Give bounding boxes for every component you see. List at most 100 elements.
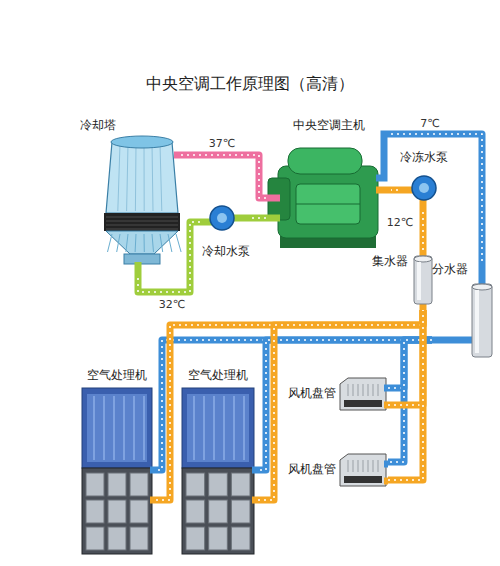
ahu-lower bbox=[182, 468, 254, 554]
pipe-stub bbox=[135, 262, 142, 278]
pipe-stub bbox=[252, 497, 258, 504]
temperature-label: 12℃ bbox=[385, 216, 415, 229]
ahu-grille bbox=[186, 473, 205, 496]
equipment-label: 空气处理机 bbox=[87, 368, 147, 382]
pipe-stub bbox=[376, 187, 391, 194]
unit-compressor bbox=[288, 148, 362, 174]
equipment-node: 中央空调主机 bbox=[266, 118, 391, 258]
fcu-fin bbox=[373, 460, 374, 472]
water-drip bbox=[168, 234, 172, 252]
equipment-node: 空气处理机 bbox=[178, 368, 258, 558]
water-pipe bbox=[388, 310, 423, 480]
water-pipe bbox=[252, 218, 266, 219]
unit-line bbox=[296, 204, 360, 205]
pipe-body bbox=[391, 187, 398, 194]
water-drip bbox=[176, 234, 181, 252]
header-cylinder bbox=[472, 284, 492, 357]
ahu-fin bbox=[203, 396, 205, 460]
pump-casing bbox=[210, 206, 234, 230]
fcu-fin bbox=[378, 384, 379, 396]
ahu-fin bbox=[123, 396, 125, 460]
tower-skirt bbox=[106, 231, 178, 254]
ahu-fin bbox=[143, 396, 145, 460]
tower-fill-line bbox=[106, 217, 178, 218]
fcu-fin bbox=[353, 460, 354, 472]
pipe-body bbox=[258, 310, 423, 500]
water-drip bbox=[117, 234, 120, 252]
ahu-fin bbox=[213, 396, 215, 460]
ahu-fin bbox=[223, 396, 225, 460]
unit-body bbox=[278, 166, 378, 238]
equipment-node: 冷却塔 bbox=[80, 118, 180, 278]
ahu-grille bbox=[209, 473, 228, 496]
pump-impeller bbox=[419, 183, 429, 193]
ahu-upper bbox=[182, 388, 254, 468]
pipe-body bbox=[388, 310, 423, 405]
fcu-body bbox=[340, 378, 386, 410]
unit-panel bbox=[296, 184, 360, 224]
water-pipe bbox=[423, 208, 424, 250]
ahu-grille bbox=[209, 527, 228, 550]
header-cap bbox=[472, 284, 492, 290]
pipe-stub bbox=[174, 152, 180, 159]
ahu-grille bbox=[209, 500, 228, 523]
ahu-grille bbox=[108, 527, 126, 550]
ahu-grille bbox=[231, 473, 250, 496]
fcu-body bbox=[340, 454, 386, 486]
water-pipe bbox=[258, 310, 423, 500]
tower-stripe bbox=[127, 144, 128, 211]
pipe-stub bbox=[150, 467, 156, 474]
pipe-stub bbox=[384, 478, 388, 485]
tower-body bbox=[106, 142, 178, 213]
equipment-node: 集水器 bbox=[372, 250, 434, 310]
pipe-stub bbox=[150, 497, 156, 504]
equipment-figure bbox=[432, 262, 496, 362]
water-pipe bbox=[391, 190, 398, 191]
fcu-fin bbox=[378, 460, 379, 472]
ahu-grille bbox=[86, 527, 104, 550]
equipment-node: 空气处理机 bbox=[78, 368, 156, 558]
pipe-stub bbox=[252, 467, 258, 474]
tower-fill-line bbox=[106, 225, 178, 226]
pipe-stub bbox=[384, 461, 388, 468]
equipment-label: 冷却水泵 bbox=[202, 244, 250, 258]
equipment-figure bbox=[80, 118, 180, 278]
tower-stripe bbox=[144, 144, 145, 211]
tower-basin bbox=[124, 254, 160, 264]
header-shine bbox=[475, 290, 479, 353]
ahu-fin bbox=[93, 396, 95, 460]
pipe-body bbox=[420, 208, 427, 250]
fcu-fin bbox=[358, 460, 359, 472]
pipe-flow-dots bbox=[391, 134, 482, 262]
equipment-figure bbox=[78, 368, 156, 558]
pipe-flow-dots bbox=[180, 155, 266, 198]
water-drip bbox=[108, 234, 113, 252]
tower-fill-line bbox=[106, 221, 178, 222]
ahu-fin bbox=[133, 396, 135, 460]
equipment-node: 冷冻水泵 bbox=[398, 150, 450, 208]
tower-stripe bbox=[135, 144, 137, 211]
equipment-label: 冷冻水泵 bbox=[400, 150, 448, 164]
pipe-flow-dots bbox=[252, 217, 266, 219]
tower-lid bbox=[111, 136, 173, 148]
water-pipe bbox=[391, 134, 482, 262]
temperature-label: 37℃ bbox=[207, 137, 237, 150]
tower-fill-line bbox=[106, 229, 178, 230]
equipment-node: 冷却水泵 bbox=[200, 200, 252, 260]
pipe-flow-dots bbox=[391, 189, 398, 191]
pipe-stub bbox=[376, 134, 391, 178]
fcu-fin bbox=[353, 384, 354, 396]
ahu-lower bbox=[82, 468, 152, 554]
pipe-body bbox=[252, 215, 266, 222]
water-pipe bbox=[388, 310, 423, 405]
water-pipe bbox=[180, 155, 266, 198]
ahu-fin bbox=[113, 396, 115, 460]
header-cap bbox=[414, 256, 432, 262]
fcu-fin bbox=[363, 460, 364, 472]
ahu-grille bbox=[130, 500, 148, 523]
equipment-label: 中央空调主机 bbox=[293, 118, 365, 132]
diagram-title: 中央空调工作原理图（高清） bbox=[0, 74, 500, 95]
equipment-node: 风机盘管 bbox=[288, 448, 388, 496]
pipe-stub bbox=[384, 385, 388, 392]
tower-fill bbox=[104, 213, 180, 231]
